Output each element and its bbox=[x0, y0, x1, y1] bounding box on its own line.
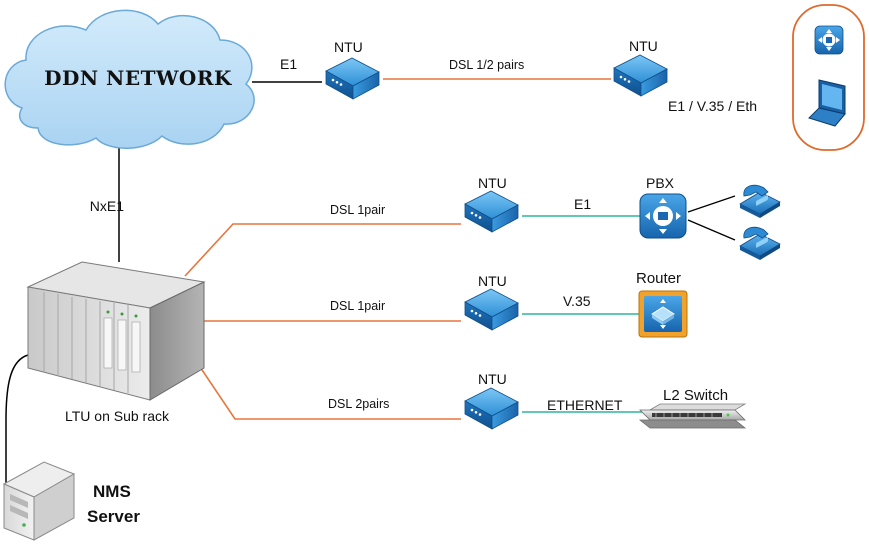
dsl-branch2-label: DSL 1pair bbox=[330, 299, 385, 313]
pbx-icon bbox=[639, 193, 687, 239]
ntu-device-branch3 bbox=[464, 387, 519, 430]
dsl-remote-link-label: DSL 1/2 pairs bbox=[449, 58, 524, 72]
telephone-icon bbox=[739, 226, 781, 261]
ntu-label: NTU bbox=[478, 273, 507, 289]
l2-switch-label: L2 Switch bbox=[663, 387, 728, 404]
dsl-branch1-label: DSL 1pair bbox=[330, 203, 385, 217]
router-label: Router bbox=[636, 270, 681, 287]
ddn-network-cloud: DDN NETWORK bbox=[4, 9, 255, 149]
ltu-subrack-icon bbox=[26, 261, 206, 401]
ntu-device-branch1 bbox=[464, 190, 519, 233]
ntu-device-branch2 bbox=[464, 288, 519, 331]
v35-router-link-label: V.35 bbox=[563, 293, 591, 309]
ntu-label: NTU bbox=[334, 39, 363, 55]
router-icon bbox=[638, 290, 688, 338]
pbx-phone2-line bbox=[687, 219, 736, 241]
pbx-label: PBX bbox=[646, 175, 675, 191]
dsl-branch3-label: DSL 2pairs bbox=[328, 397, 389, 411]
nxe1-trunk-label: NxE1 bbox=[90, 198, 124, 214]
ntu-device-top-remote bbox=[613, 54, 668, 97]
ntu-label: NTU bbox=[478, 175, 507, 191]
pbx-small-icon bbox=[814, 25, 844, 55]
dsl-branch3-line bbox=[189, 351, 461, 420]
ntu-device-top-local bbox=[325, 57, 380, 100]
ntu-label: NTU bbox=[629, 38, 658, 54]
ethernet-switch-link-label: ETHERNET bbox=[547, 397, 623, 413]
nms-link-line bbox=[5, 354, 29, 500]
laptop-icon bbox=[808, 79, 846, 127]
ltu-label: LTU on Sub rack bbox=[65, 408, 170, 424]
ntu-label: NTU bbox=[478, 371, 507, 387]
endpoint-options-ring bbox=[792, 4, 865, 151]
nms-label-line1: NMS bbox=[93, 482, 131, 501]
e1-link-label: E1 bbox=[280, 56, 297, 72]
e1-pbx-link-label: E1 bbox=[574, 196, 591, 212]
nms-label-line2: Server bbox=[87, 507, 140, 526]
ddn-network-label: DDN NETWORK bbox=[44, 66, 232, 90]
nms-server-icon bbox=[2, 461, 76, 541]
remote-interfaces-label: E1 / V.35 / Eth bbox=[668, 98, 757, 114]
telephone-icon bbox=[739, 184, 781, 219]
pbx-phone1-line bbox=[687, 195, 736, 213]
l2-switch-icon bbox=[638, 403, 747, 429]
dsl-branch1-line bbox=[184, 223, 461, 277]
